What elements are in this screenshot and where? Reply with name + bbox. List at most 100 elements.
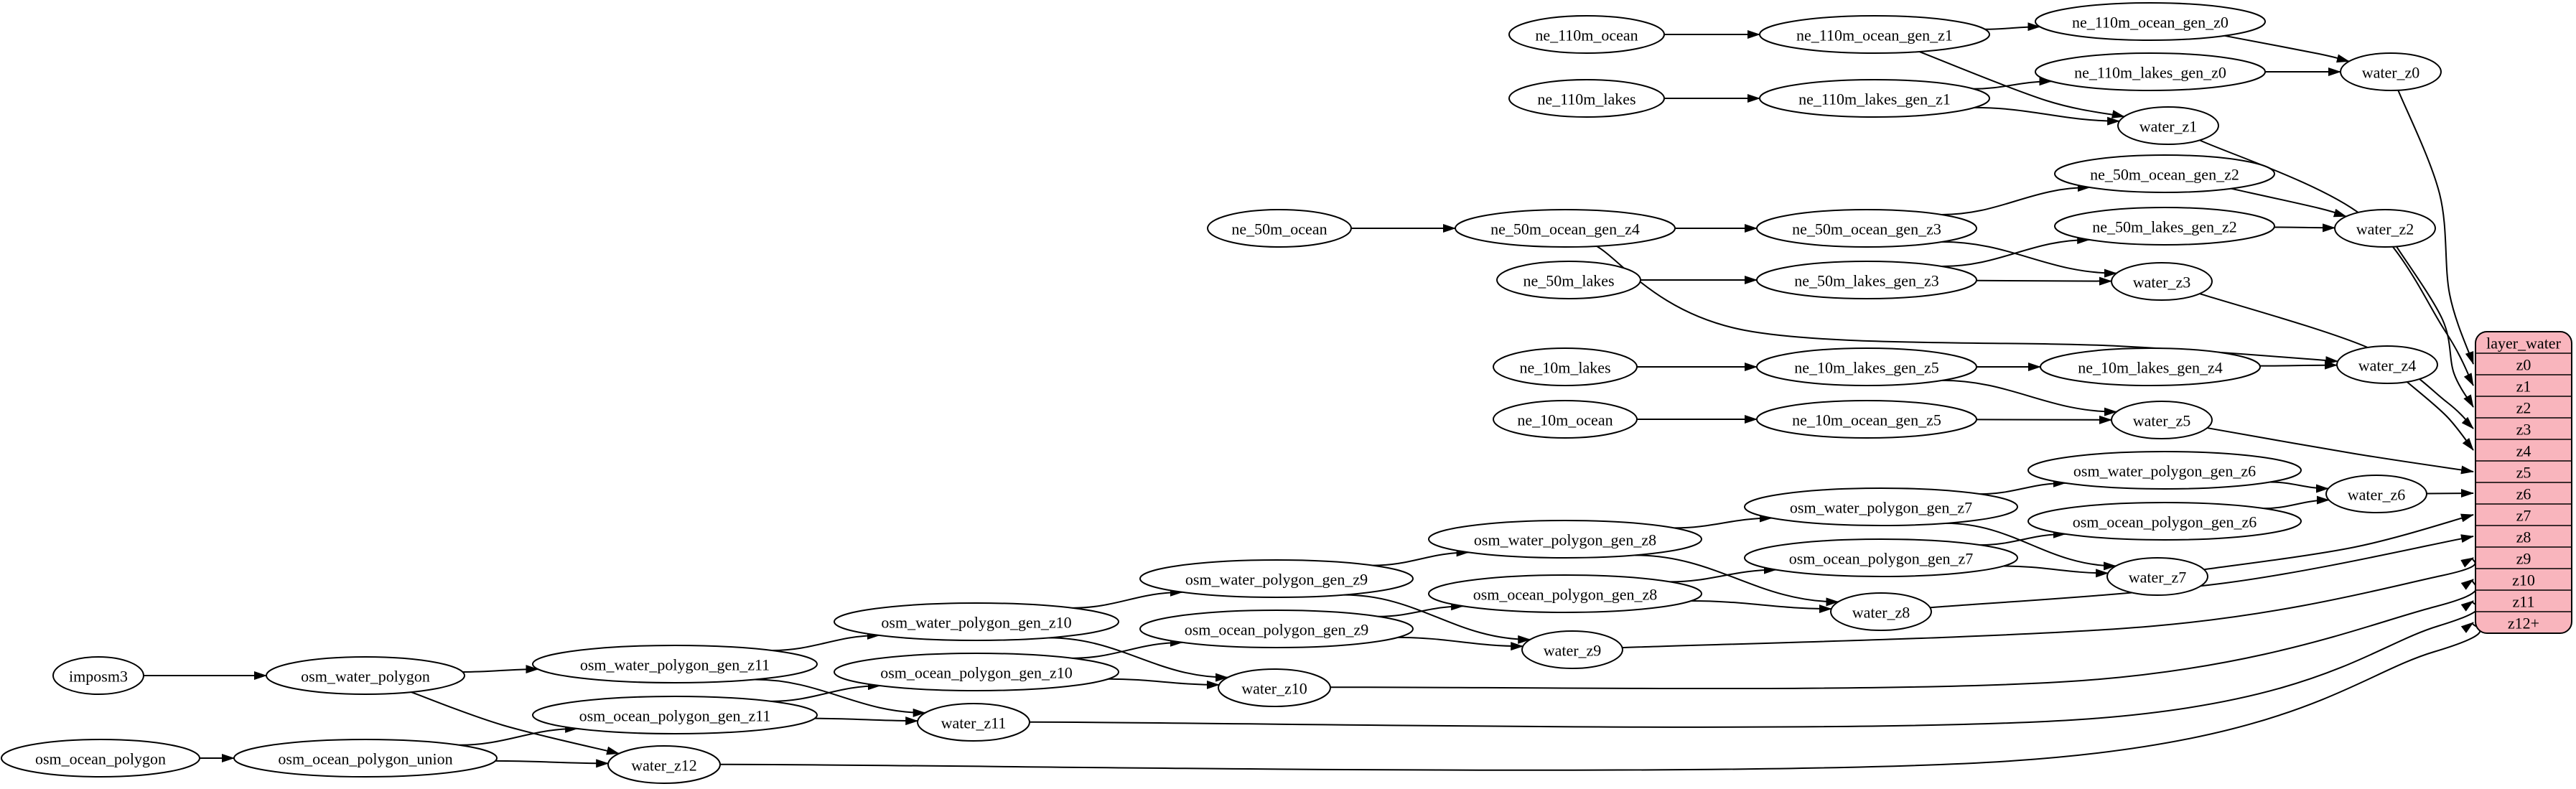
node-label: osm_water_polygon <box>301 668 430 686</box>
edge-water_z12-to-layer_water-z12+ <box>719 622 2481 771</box>
table-row-z5: z5 <box>2516 464 2531 482</box>
edge-ne_10m_lakes_gen_z4-to-water_z4 <box>2259 360 2338 370</box>
node-label: ne_50m_lakes <box>1523 272 1614 290</box>
node-ne_110m_ocean: ne_110m_ocean <box>1508 15 1665 54</box>
node-label: ne_10m_ocean_gen_z5 <box>1792 411 1941 429</box>
edge-osm_ocean_polygon_gen_z9-to-water_z9 <box>1397 636 1524 651</box>
edge-osm_ocean_polygon_union-to-osm_ocean_polygon_gen_z11 <box>459 724 579 746</box>
node-osm_water_polygon_gen_z11: osm_water_polygon_gen_z11 <box>532 645 818 683</box>
node-label: water_z3 <box>2133 274 2191 291</box>
node-ellipse <box>2334 209 2436 248</box>
node-label: osm_ocean_polygon <box>35 750 166 768</box>
node-ne_110m_ocean_gen_z1: ne_110m_ocean_gen_z1 <box>1759 15 1990 54</box>
node-ellipse <box>2054 154 2275 193</box>
edge-ne_110m_ocean_gen_z1-to-water_z1 <box>1918 51 2125 118</box>
node-ellipse <box>2111 401 2213 439</box>
edge-ne_110m_ocean_gen_z1-to-ne_110m_ocean_gen_z0 <box>1984 22 2041 32</box>
node-label: water_z5 <box>2133 412 2191 430</box>
node-label: imposm3 <box>69 668 128 686</box>
edge-water_z9-to-layer_water-z9 <box>1622 557 2476 649</box>
table-row-z12+: z12+ <box>2508 615 2539 632</box>
node-label: osm_water_polygon_gen_z11 <box>580 656 770 674</box>
table-row-z1: z1 <box>2516 378 2531 396</box>
node-water_z0: water_z0 <box>2340 52 2442 91</box>
node-label: water_z10 <box>1241 680 1307 698</box>
edge-water_z5-to-layer_water-z5 <box>2207 427 2474 475</box>
node-ellipse <box>1759 15 1990 54</box>
node-label: ne_10m_lakes_gen_z4 <box>2078 359 2223 377</box>
node-ellipse <box>1139 559 1414 598</box>
node-ellipse <box>532 696 818 734</box>
node-ellipse <box>917 703 1030 742</box>
node-water_z5: water_z5 <box>2111 401 2213 439</box>
edge-water_z4-to-layer_water-z4 <box>2406 381 2474 451</box>
node-ellipse <box>2040 347 2261 386</box>
edge-osm_water_polygon_gen_z11-to-osm_water_polygon_gen_z10 <box>772 630 880 652</box>
node-osm_ocean_polygon_gen_z10: osm_ocean_polygon_gen_z10 <box>834 653 1119 691</box>
node-ne_50m_lakes: ne_50m_lakes <box>1496 261 1641 299</box>
node-ne_50m_ocean_gen_z3: ne_50m_ocean_gen_z3 <box>1756 209 1977 248</box>
node-osm_water_polygon_gen_z9: osm_water_polygon_gen_z9 <box>1139 559 1414 598</box>
node-water_z2: water_z2 <box>2334 209 2436 248</box>
node-ne_50m_lakes_gen_z3: ne_50m_lakes_gen_z3 <box>1756 261 1977 299</box>
node-osm_ocean_polygon_gen_z6: osm_ocean_polygon_gen_z6 <box>2027 502 2302 541</box>
node-label: ne_110m_lakes_gen_z0 <box>2074 64 2226 82</box>
node-ellipse <box>2035 2 2266 41</box>
edge-osm_ocean_polygon_gen_z10-to-water_z10 <box>1108 678 1220 689</box>
node-label: water_z7 <box>2129 569 2187 587</box>
table-layer: layer_waterz0z1z2z3z4z5z6z7z8z9z10z11z12… <box>2475 331 2572 634</box>
table-layer_water: layer_waterz0z1z2z3z4z5z6z7z8z9z10z11z12… <box>2475 331 2572 634</box>
node-ne_50m_ocean_gen_z4: ne_50m_ocean_gen_z4 <box>1455 209 1676 248</box>
node-osm_water_polygon: osm_water_polygon <box>266 656 465 695</box>
node-ne_50m_ocean: ne_50m_ocean <box>1207 209 1352 248</box>
edge-ne_110m_ocean_gen_z0-to-water_z0 <box>2224 34 2350 63</box>
edge-osm_water_polygon-to-osm_water_polygon_gen_z11 <box>462 665 539 674</box>
edge-osm_ocean_polygon_gen_z8-to-water_z8 <box>1691 599 1832 614</box>
node-ne_50m_lakes_gen_z2: ne_50m_lakes_gen_z2 <box>2054 207 2275 246</box>
node-ellipse <box>1139 610 1414 648</box>
node-ellipse <box>2035 52 2266 91</box>
node-ne_110m_lakes_gen_z1: ne_110m_lakes_gen_z1 <box>1759 79 1990 118</box>
node-ne_10m_lakes_gen_z4: ne_10m_lakes_gen_z4 <box>2040 347 2261 386</box>
nodes-layer: imposm3 osm_water_polygon osm_water_polygo… <box>1 2 2442 784</box>
node-osm_water_polygon_gen_z8: osm_water_polygon_gen_z8 <box>1428 520 1702 559</box>
node-ellipse <box>2106 557 2208 596</box>
node-label: ne_110m_lakes_gen_z1 <box>1798 90 1951 108</box>
node-label: ne_50m_lakes_gen_z2 <box>2092 218 2237 236</box>
node-ellipse <box>1455 209 1676 248</box>
table-row-z10: z10 <box>2512 571 2535 589</box>
edge-osm_ocean_polygon_gen_z11-to-water_z11 <box>814 716 919 726</box>
table-row-z6: z6 <box>2516 485 2531 503</box>
node-ne_110m_lakes_gen_z0: ne_110m_lakes_gen_z0 <box>2035 52 2266 91</box>
table-row-z2: z2 <box>2516 399 2531 417</box>
node-ellipse <box>834 653 1119 691</box>
edge-water_z2-to-layer_water-z2 <box>2396 246 2474 408</box>
node-osm_ocean_polygon_gen_z9: osm_ocean_polygon_gen_z9 <box>1139 610 1414 648</box>
table-row-z9: z9 <box>2516 550 2531 568</box>
node-ne_110m_lakes: ne_110m_lakes <box>1508 79 1665 118</box>
node-osm_water_polygon_gen_z7: osm_water_polygon_gen_z7 <box>1744 487 2018 526</box>
edge-osm_ocean_polygon_gen_z9-to-osm_ocean_polygon_gen_z8 <box>1378 602 1465 617</box>
node-ellipse <box>607 745 721 784</box>
node-label: water_z8 <box>1852 604 1910 622</box>
node-ellipse <box>2027 502 2302 541</box>
edge-osm_ocean_polygon_gen_z11-to-osm_ocean_polygon_gen_z10 <box>770 681 882 702</box>
edge-osm_water_polygon_gen_z9-to-water_z9 <box>1344 594 1531 644</box>
node-label: water_z2 <box>2356 220 2414 238</box>
table-row-z11: z11 <box>2513 593 2535 611</box>
edge-osm_water_polygon_gen_z7-to-water_z7 <box>1946 522 2117 571</box>
node-label: osm_ocean_polygon_gen_z9 <box>1185 621 1369 639</box>
node-label: ne_50m_ocean <box>1231 220 1327 238</box>
edge-osm_ocean_polygon_gen_z7-to-water_z7 <box>2003 565 2109 578</box>
edge-ne_50m_lakes_gen_z3-to-ne_50m_lakes_gen_z2 <box>1941 235 2091 268</box>
node-ellipse <box>1218 668 1331 707</box>
node-ne_10m_lakes_gen_z5: ne_10m_lakes_gen_z5 <box>1756 347 1977 386</box>
edge-osm_water_polygon_gen_z7-to-osm_water_polygon_gen_z6 <box>1980 478 2066 495</box>
node-water_z6: water_z6 <box>2325 475 2427 513</box>
node-water_z8: water_z8 <box>1830 592 1932 631</box>
node-ellipse <box>1744 538 2018 577</box>
node-ellipse <box>1756 400 1977 439</box>
node-label: water_z11 <box>941 714 1007 732</box>
